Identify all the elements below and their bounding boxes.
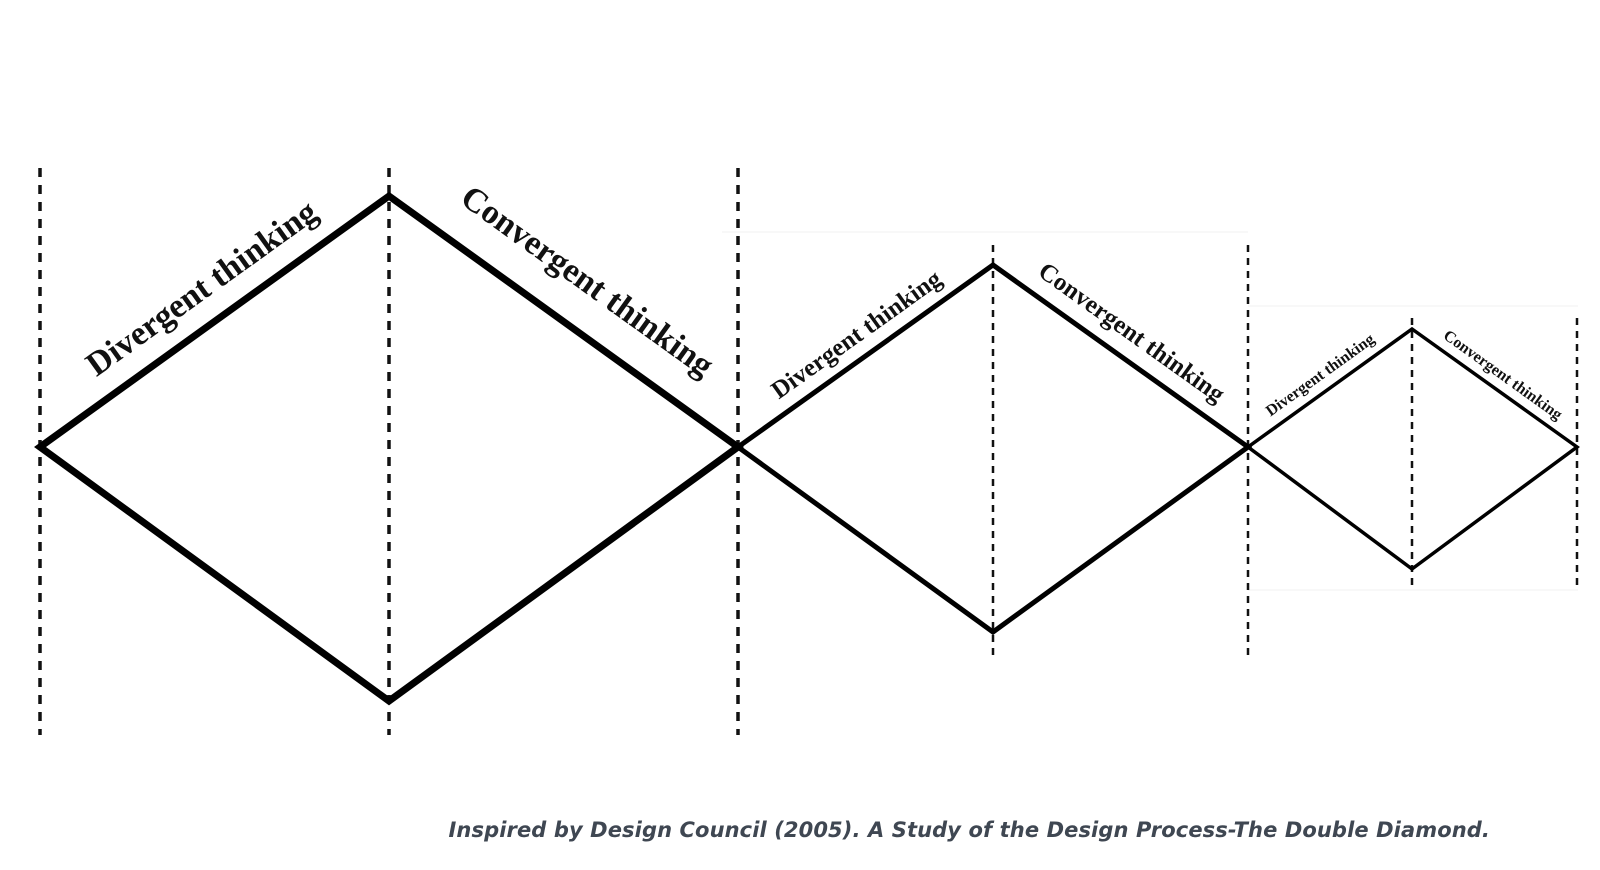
convergent-thinking-label: Convergent thinking (1440, 327, 1565, 424)
divergent-thinking-label: Divergent thinking (767, 265, 948, 405)
source-caption: Inspired by Design Council (2005). A Stu… (448, 818, 1490, 842)
diamond-shape-small (1245, 326, 1580, 572)
convergent-thinking-label: Convergent thinking (1033, 258, 1229, 409)
divergent-thinking-label: Divergent thinking (1263, 331, 1378, 420)
convergent-thinking-label: Convergent thinking (454, 179, 720, 385)
divergent-thinking-label: Divergent thinking (79, 193, 324, 383)
